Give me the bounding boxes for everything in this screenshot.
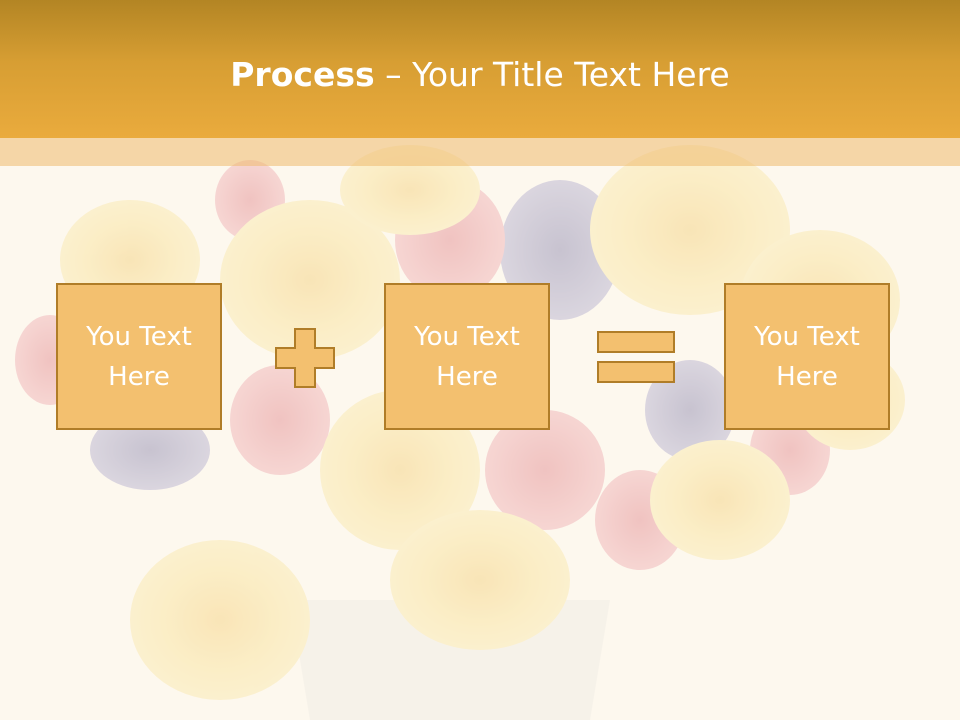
plus-icon <box>275 328 335 388</box>
title-bar <box>0 0 960 138</box>
title-rest-part: – Your Title Text Here <box>374 55 730 94</box>
equals-icon <box>597 331 675 383</box>
text-box-2-label: You Text Here <box>414 321 520 392</box>
text-box-3-label: You Text Here <box>754 321 860 392</box>
title-bold-part: Process <box>230 55 375 94</box>
text-box-2[interactable]: You Text Here <box>384 283 550 430</box>
text-box-1-label: You Text Here <box>86 321 192 392</box>
slide-title[interactable]: Process – Your Title Text Here <box>0 54 960 96</box>
text-box-3[interactable]: You Text Here <box>724 283 890 430</box>
text-box-1[interactable]: You Text Here <box>56 283 222 430</box>
title-strip <box>0 138 960 166</box>
